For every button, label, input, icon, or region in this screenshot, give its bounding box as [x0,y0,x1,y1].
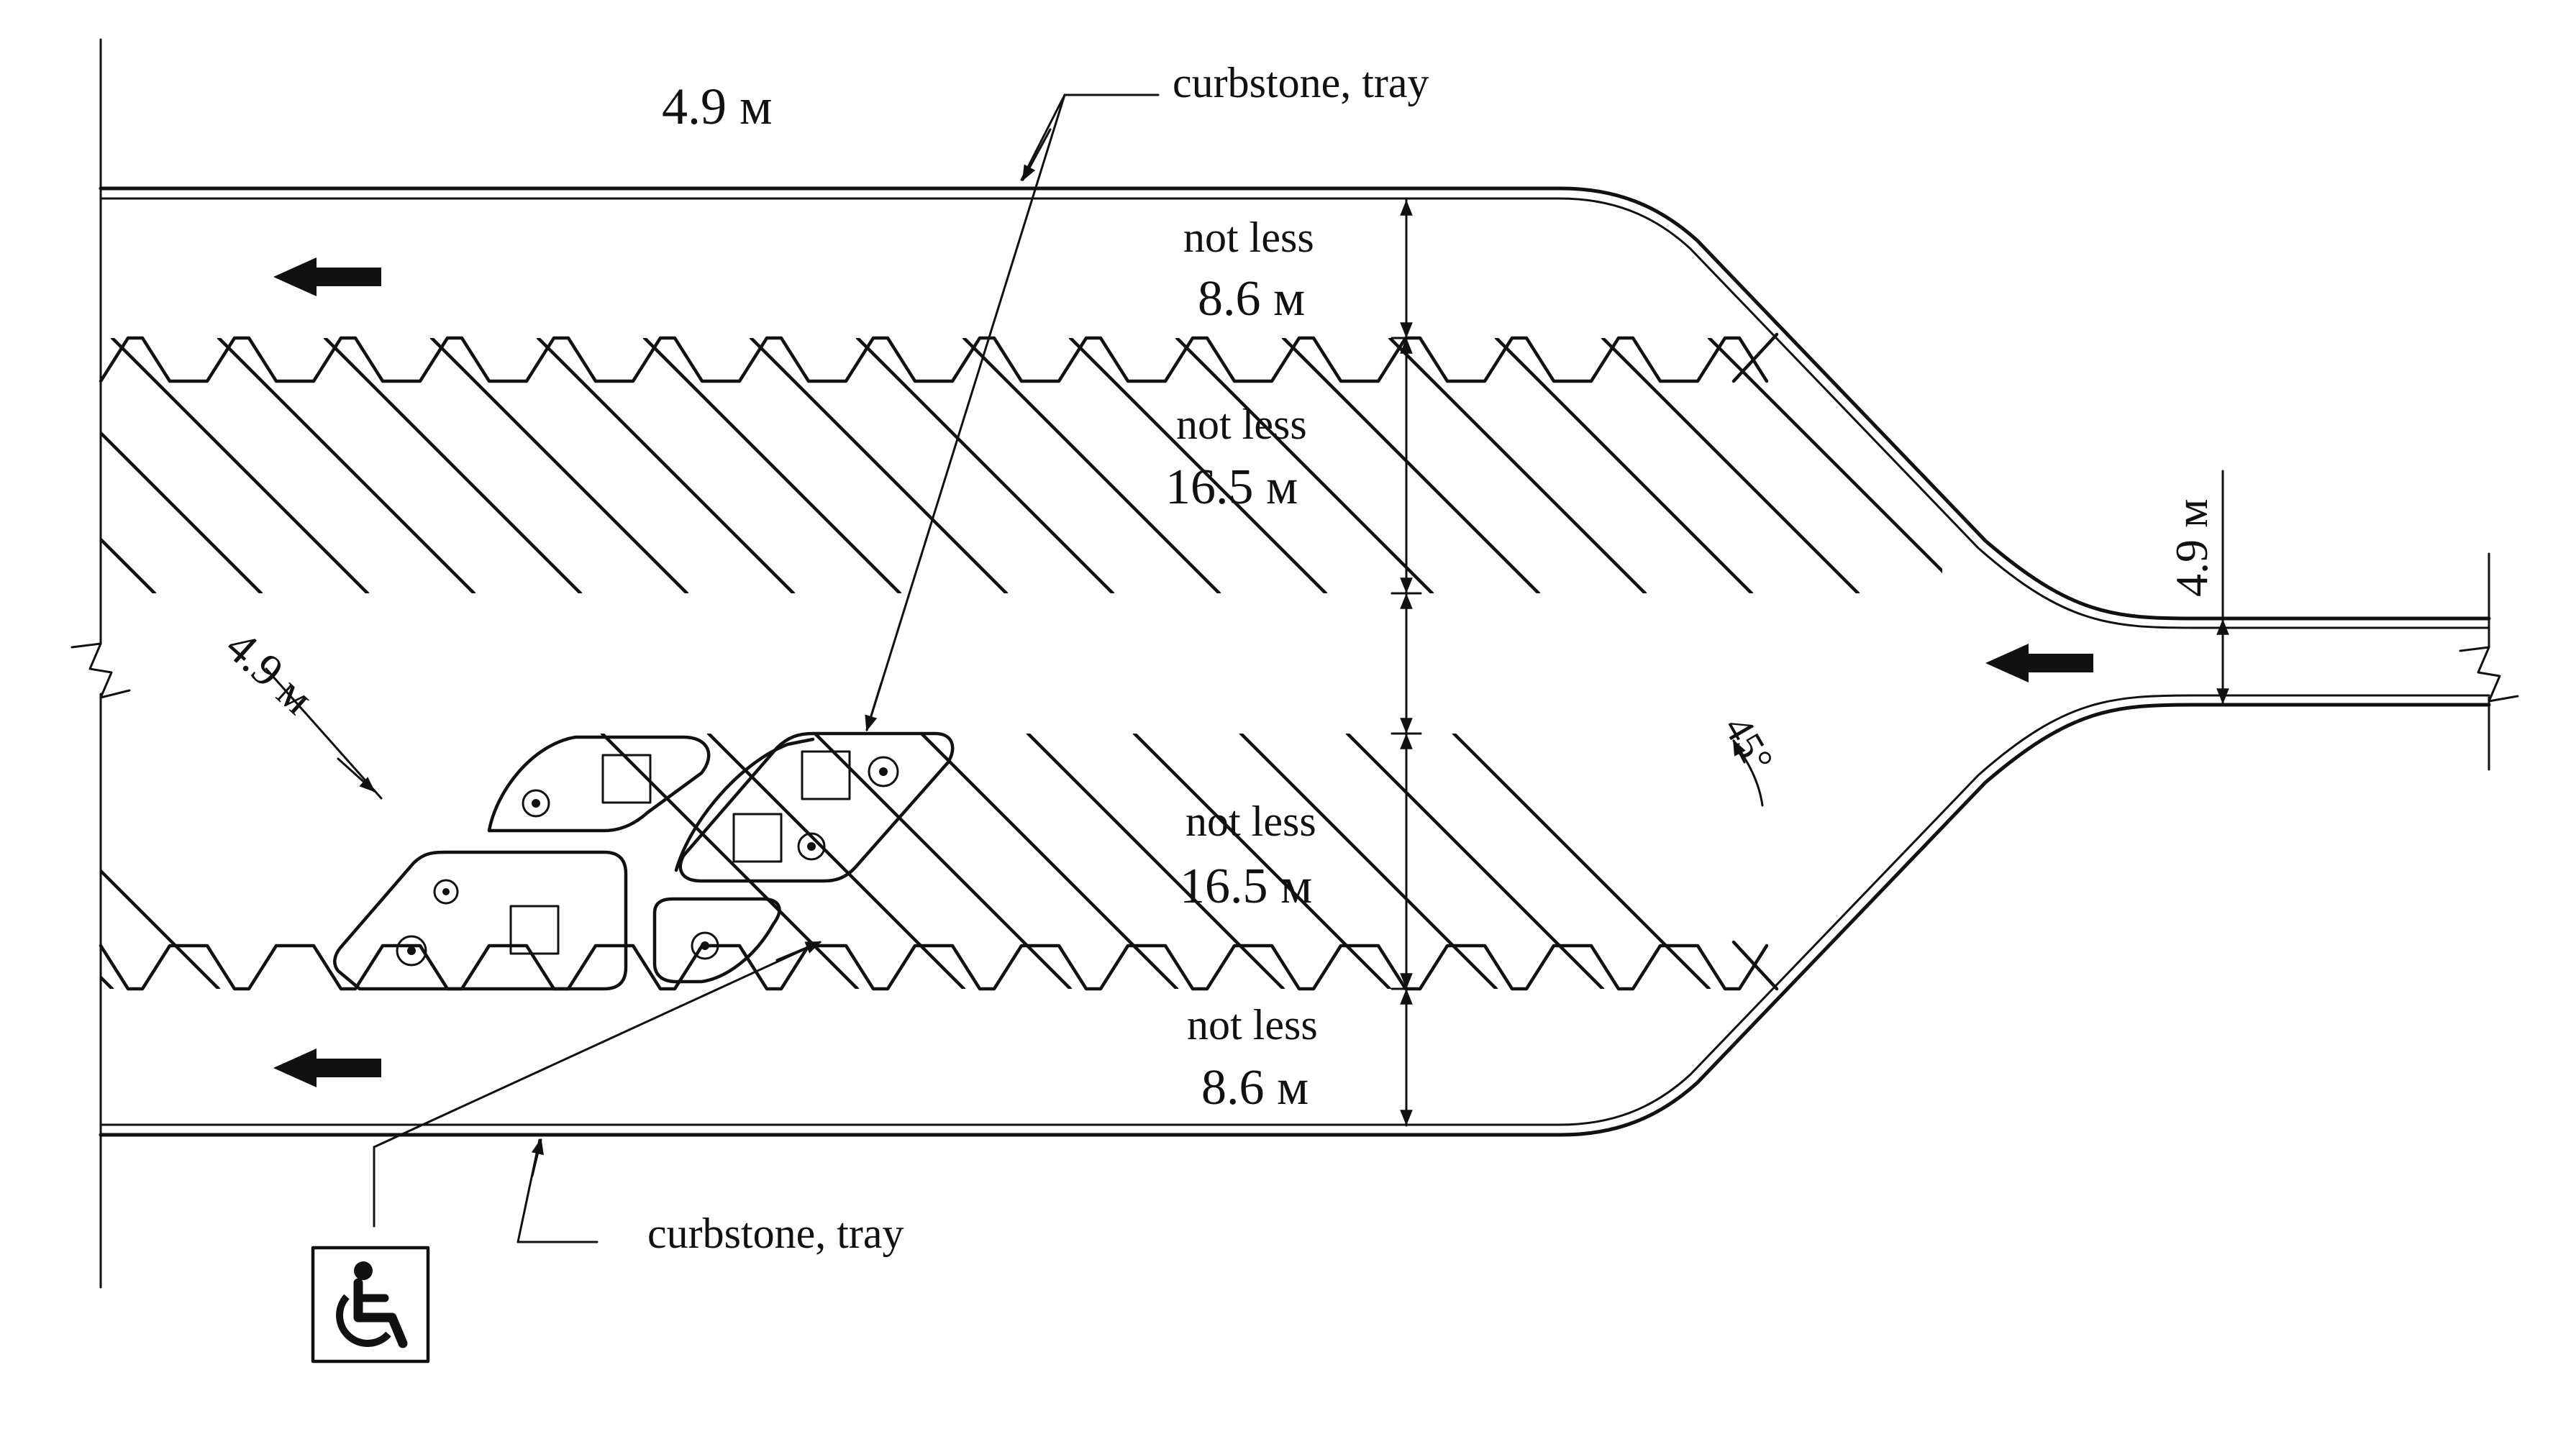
stall-line [101,536,157,593]
stall-line [1132,734,1392,989]
stall-line [101,868,221,989]
stall-line [1068,338,1328,593]
curb-lines [99,186,2491,1137]
top-width-label: 4.9 м [662,78,773,135]
row4-label-b: 8.6 м [1201,1060,1309,1115]
stall-line [962,338,1221,593]
stall-line [1601,338,1860,593]
stall-line [855,338,1115,593]
left-boundary [70,38,131,1289]
row-end-caps [1731,332,1779,991]
stall-line [217,338,476,593]
stall-line [1281,338,1541,593]
stall-line [536,338,796,593]
stall-line [101,430,263,593]
row1-label-a: not less [1183,214,1314,261]
lower-stall-zigzag [99,944,1769,991]
stall-line [110,338,370,593]
arrow-left-icon [273,257,381,296]
stall-line [642,338,902,593]
stall-line [1452,734,1711,989]
row2-label-b: 16.5 м [1165,460,1298,515]
upper-stall-zigzag [99,336,1769,383]
stall-line [1388,338,1647,593]
stall-edge [99,944,1769,991]
stall-line [101,974,114,989]
labels: 4.9 м curbstone, tray curbstone, tray no… [217,59,2217,1257]
arrow-left-icon [1985,644,2093,682]
stall-width-label: 4.9 м [217,621,324,724]
right-boundary [2459,552,2519,771]
direction-arrows [273,257,2093,1087]
arrow-left-icon [273,1049,381,1087]
row4-label-a: not less [1187,1001,1318,1049]
stall-line [1494,338,1754,593]
stall-line [429,338,689,593]
row2-label-a: not less [1176,401,1307,448]
entry-width-label: 4.9 м [2166,499,2217,598]
lower-stall-lines [0,734,1711,989]
row1-label-b: 8.6 м [1198,271,1305,326]
angle-marker [1732,739,1764,807]
stall-line [749,338,1009,593]
accessible-parking-sign [311,1246,430,1364]
curb-bottom-label: curbstone, tray [647,1210,904,1257]
leader-lines [373,93,1160,1243]
stall-line [1239,734,1498,989]
stall-edge [99,336,1769,383]
lower-parking-row [0,734,1769,991]
planter-icons [396,756,899,967]
stall-line [1707,338,1942,574]
wheelchair-icon [336,1261,408,1348]
stall-width-dimension [265,667,383,800]
row3-label-b: 16.5 м [1180,859,1312,914]
stall-line [1345,734,1605,989]
stall-line [323,338,583,593]
stall-line [1175,338,1434,593]
stall-line [813,734,1073,989]
upper-parking-row [99,336,1942,593]
stall-line [1026,734,1285,989]
stall-line [919,734,1179,989]
curb-top-label: curbstone, tray [1173,59,1429,106]
stall-line [600,734,860,989]
upper-stall-lines [101,338,1942,593]
central-island [333,731,955,991]
stall-line [0,734,6,989]
angle-label: 45° [1715,709,1782,780]
row3-label-a: not less [1185,798,1316,845]
row-dimensions [1391,198,1422,1127]
